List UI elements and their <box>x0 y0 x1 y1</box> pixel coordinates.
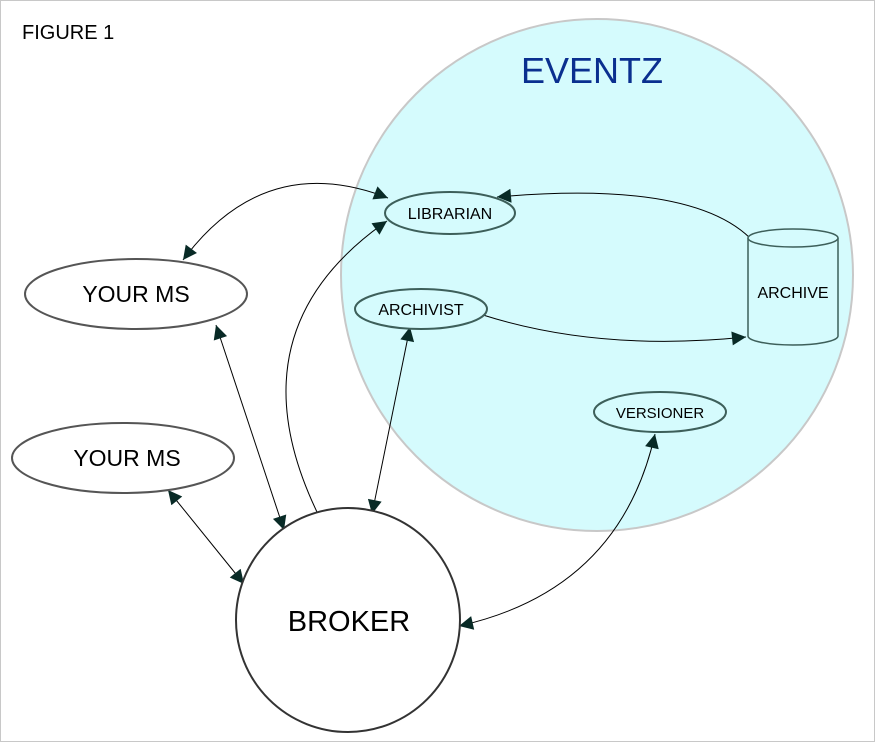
node-your-ms-2: YOUR MS <box>11 422 235 494</box>
edge-yourms2-broker <box>167 489 245 585</box>
node-librarian: LIBRARIAN <box>384 191 516 235</box>
edge-archive-librarian <box>496 188 751 239</box>
node-broker: BROKER <box>235 507 461 733</box>
node-your-ms-2-label: YOUR MS <box>73 445 180 471</box>
figure-label: FIGURE 1 <box>22 22 114 44</box>
node-archivist: ARCHIVIST <box>354 288 488 330</box>
eventz-title: EVENTZ <box>521 50 663 91</box>
node-archive-label: ARCHIVE <box>757 285 828 302</box>
edge-yourms1-librarian <box>182 182 389 261</box>
edge-yourms1-broker <box>213 324 287 531</box>
node-broker-label: BROKER <box>288 606 410 638</box>
edge-broker-librarian <box>285 220 388 513</box>
node-archivist-label: ARCHIVIST <box>378 302 464 319</box>
node-versioner: VERSIONER <box>593 391 727 433</box>
node-librarian-label: LIBRARIAN <box>408 206 492 223</box>
node-versioner-label: VERSIONER <box>616 405 705 422</box>
edge-archivist-archive <box>482 314 747 346</box>
edge-versioner-broker <box>458 433 659 630</box>
node-your-ms-1-label: YOUR MS <box>82 281 189 307</box>
edges <box>167 182 751 630</box>
edge-archivist-broker <box>367 326 415 515</box>
node-your-ms-1: YOUR MS <box>24 258 248 330</box>
node-archive: ARCHIVE <box>747 228 839 346</box>
